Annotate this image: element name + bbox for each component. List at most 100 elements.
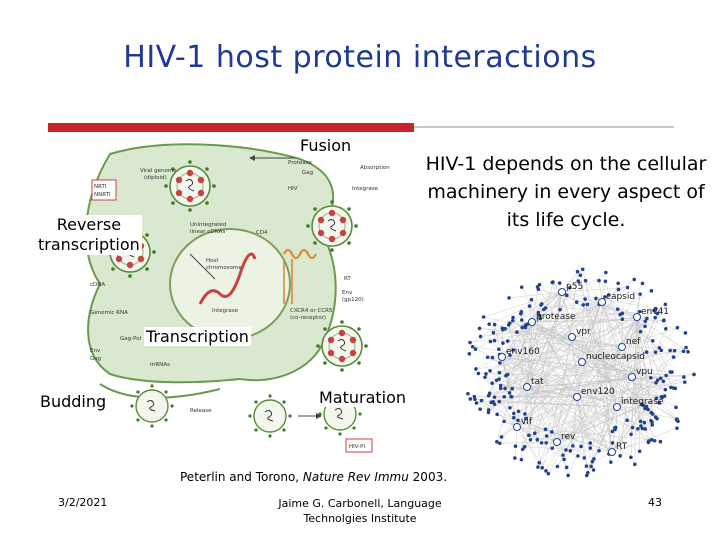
network-node	[519, 310, 524, 314]
nucleus	[169, 228, 291, 340]
host-chromosome	[198, 252, 257, 305]
network-node	[468, 397, 473, 401]
network-hub	[558, 288, 566, 296]
network-hub-label: integrase	[621, 397, 664, 407]
network-edge	[601, 301, 653, 423]
network-node	[578, 273, 583, 278]
network-node	[507, 296, 511, 300]
network-node	[540, 466, 544, 470]
network-node	[576, 279, 581, 283]
network-edge	[501, 304, 542, 358]
network-node	[662, 318, 666, 322]
network-node	[645, 316, 649, 321]
network-node	[638, 419, 643, 424]
network-edge	[480, 316, 638, 337]
virion-mature	[315, 319, 369, 373]
network-hub-label: vif	[521, 417, 533, 427]
network-edge	[525, 325, 618, 408]
network-node	[629, 432, 633, 437]
network-node	[523, 412, 527, 416]
network-node	[606, 293, 611, 297]
network-node	[575, 269, 580, 274]
hiv-pi-drug-box	[345, 438, 373, 453]
network-node	[568, 285, 572, 290]
network-node	[597, 278, 601, 283]
network-edge	[576, 283, 643, 398]
network-node	[491, 330, 496, 335]
network-node	[498, 361, 502, 365]
network-node	[591, 468, 596, 472]
network-node	[484, 372, 488, 376]
reverse-label-line1: Reverse	[56, 215, 122, 234]
network-hub	[608, 448, 616, 456]
network-edge	[478, 373, 633, 378]
network-edge	[517, 420, 613, 453]
network-edge	[524, 291, 563, 447]
network-node	[487, 391, 492, 396]
network-edge	[512, 317, 613, 453]
network-edge	[556, 283, 619, 443]
network-node	[664, 326, 668, 331]
network-node	[589, 464, 593, 469]
protease-label: Protease	[288, 160, 313, 166]
network-edge	[571, 336, 651, 378]
network-node	[584, 473, 589, 478]
network-edge	[526, 299, 532, 388]
network-node	[603, 279, 608, 284]
network-node	[527, 304, 532, 308]
network-node	[474, 401, 479, 405]
network-node	[653, 315, 658, 320]
network-edge	[489, 370, 613, 453]
mrnas-label: mRNAs	[150, 362, 170, 368]
network-edge	[545, 316, 638, 471]
network-node	[615, 307, 620, 311]
network-node	[650, 338, 655, 343]
network-node	[535, 437, 540, 442]
network-node	[472, 394, 477, 399]
network-edge	[516, 426, 613, 444]
network-edge	[509, 291, 563, 299]
network-node	[655, 378, 660, 382]
network-edge	[516, 299, 586, 428]
gag-pol-label: Gag-Pol	[120, 336, 142, 342]
network-node	[527, 433, 531, 438]
network-node	[467, 352, 472, 356]
network-node	[692, 372, 696, 377]
network-node	[544, 434, 549, 438]
fusion-stage-label: Fusion	[298, 136, 354, 155]
network-node	[499, 435, 504, 439]
network-hub	[618, 343, 626, 351]
network-edge	[616, 294, 641, 408]
network-node	[683, 331, 688, 335]
network-node	[682, 375, 686, 379]
network-node	[477, 326, 482, 331]
network-node	[647, 439, 651, 443]
network-edge	[526, 304, 666, 388]
network-node	[508, 405, 512, 410]
network-node	[649, 438, 654, 442]
network-edge	[601, 301, 676, 389]
network-node	[629, 455, 633, 460]
network-node	[502, 394, 506, 399]
network-edge	[581, 361, 636, 465]
network-node	[537, 460, 542, 465]
network-node	[558, 307, 562, 312]
network-hub	[553, 438, 561, 446]
network-node	[497, 399, 502, 404]
network-node	[492, 338, 497, 343]
network-node	[487, 322, 491, 326]
network-node	[650, 423, 655, 427]
network-edge	[516, 380, 658, 428]
network-node	[588, 441, 593, 445]
network-edge	[480, 376, 633, 410]
absorption-label: Absorption	[360, 165, 390, 171]
network-edge	[526, 386, 567, 468]
network-node	[516, 418, 520, 423]
network-edge	[501, 356, 546, 430]
network-node	[620, 317, 625, 321]
network-edge	[541, 301, 603, 443]
network-hub	[498, 353, 506, 361]
network-node	[653, 350, 658, 354]
network-edge	[516, 332, 558, 443]
